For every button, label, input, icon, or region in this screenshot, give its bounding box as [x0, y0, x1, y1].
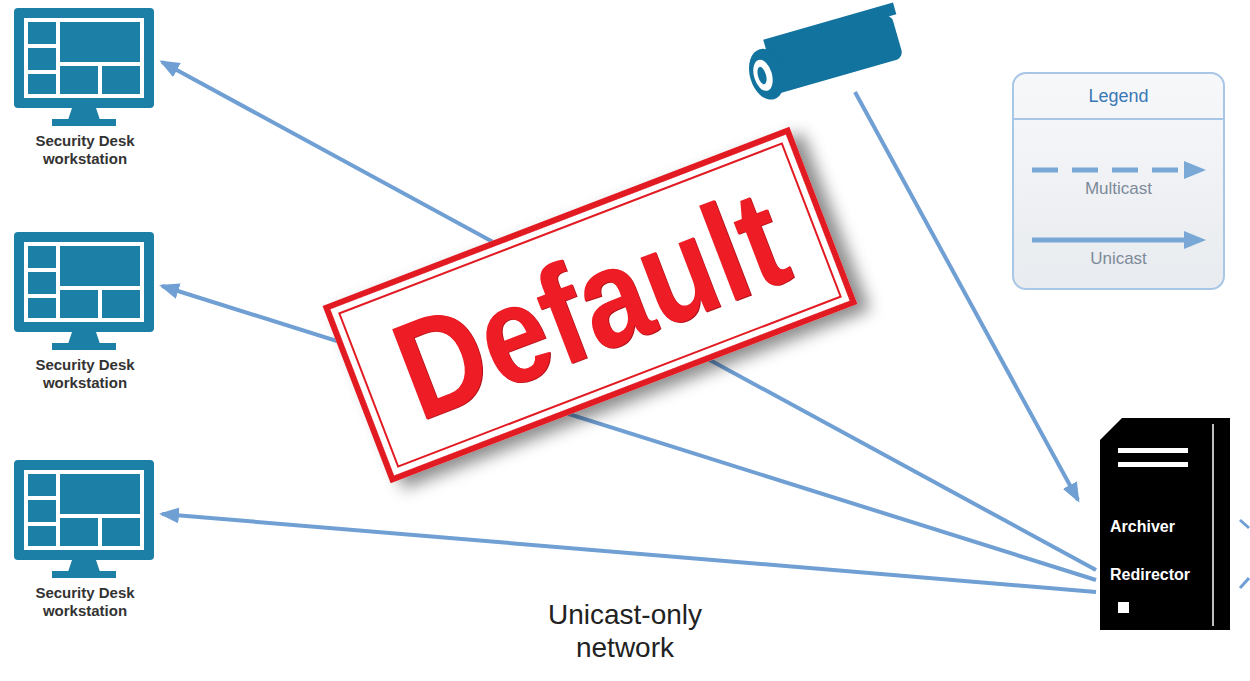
camera-icon — [741, 3, 909, 104]
legend-label: Multicast — [1014, 179, 1223, 199]
workstation-node: Security Desk workstation — [10, 460, 160, 624]
workstation-icon — [14, 232, 156, 352]
output-chevron — [1240, 578, 1249, 588]
workstation-caption: Security Desk workstation — [10, 232, 160, 392]
workstation-caption: Security Desk workstation — [10, 8, 160, 168]
unicast-connector — [162, 514, 1096, 592]
workstation-node: Security Desk workstation — [10, 8, 160, 172]
network-label: Unicast-only network — [515, 598, 735, 664]
stamp-text: Default — [377, 167, 804, 442]
server-label: Archiver — [1110, 518, 1175, 536]
legend-line-sample — [1014, 160, 1223, 180]
server-node: ArchiverRedirector — [1100, 418, 1235, 630]
legend-line-sample — [1014, 230, 1223, 250]
legend-label: Unicast — [1014, 249, 1223, 269]
workstation-icon — [14, 8, 156, 128]
server-label: Redirector — [1110, 566, 1190, 584]
workstation-caption: Security Desk workstation — [10, 460, 160, 620]
workstation-node: Security Desk workstation — [10, 232, 160, 396]
workstation-label: Security Desk workstation — [23, 132, 147, 168]
legend-box: LegendMulticastUnicast — [1012, 72, 1225, 290]
stamp-frame: Default — [323, 127, 858, 484]
unicast-connector — [162, 62, 1096, 570]
workstation-icon — [14, 460, 156, 580]
workstation-label: Security Desk workstation — [23, 356, 147, 392]
legend-title: Legend — [1014, 74, 1223, 120]
output-chevron — [1240, 520, 1249, 528]
workstation-label: Security Desk workstation — [23, 584, 147, 620]
